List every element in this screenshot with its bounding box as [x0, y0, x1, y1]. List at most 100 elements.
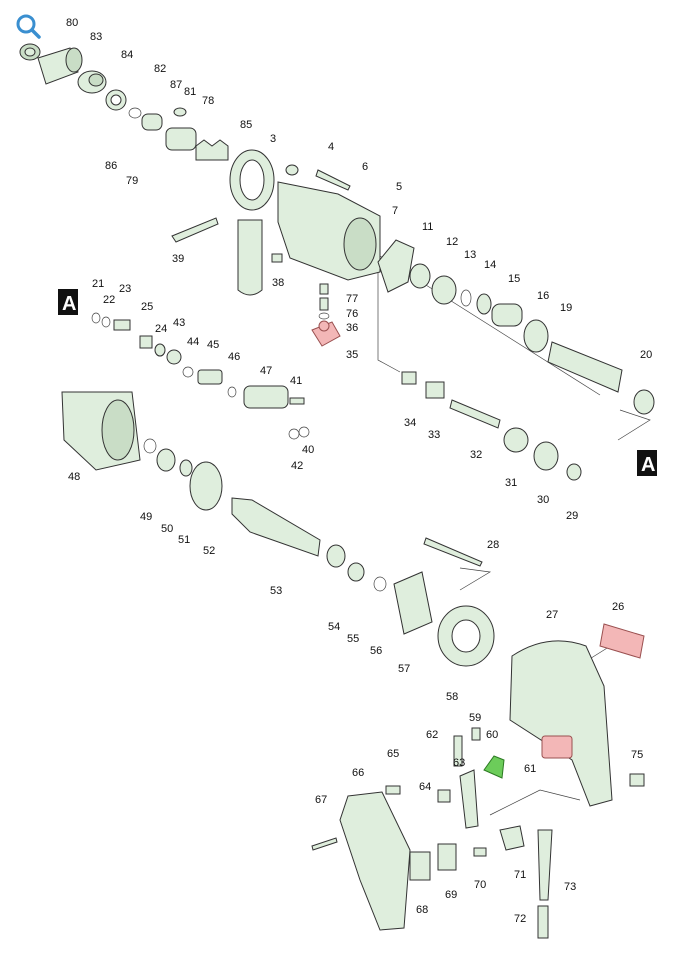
section-marker-a-top: A	[58, 289, 78, 315]
part-68-brush-holder	[409, 851, 431, 881]
part-number-label: 28	[487, 539, 499, 551]
part-29-bearing	[566, 463, 582, 481]
part-number-label: 64	[419, 781, 431, 793]
svg-text:A: A	[62, 293, 76, 315]
part-number-label: 85	[240, 119, 252, 131]
part-number-label: 55	[347, 633, 359, 645]
part-number-label: 68	[416, 904, 428, 916]
part-79-guide	[165, 127, 197, 151]
part-51-washer	[179, 459, 193, 477]
part-number-label: 84	[121, 49, 133, 61]
part-11-bearing	[409, 263, 431, 289]
magnifier-icon[interactable]	[13, 11, 43, 41]
part-61-switch-highlighted	[541, 735, 573, 759]
part-number-label: 83	[90, 31, 102, 43]
part-number-label: 26	[612, 601, 624, 613]
part-number-label: 7	[392, 205, 398, 217]
part-number-label: 51	[178, 534, 190, 546]
part-21-ring	[91, 312, 101, 324]
part-45-piston	[197, 369, 223, 385]
part-56-ring	[373, 576, 387, 592]
part-6-screw	[315, 169, 351, 191]
svg-text:A: A	[641, 454, 655, 476]
part-32-shaft	[449, 399, 501, 429]
part-number-label: 33	[428, 429, 440, 441]
part-number-label: 48	[68, 471, 80, 483]
part-64-lock	[437, 789, 451, 803]
part-57-baffle	[393, 571, 433, 635]
part-24-ring	[154, 343, 166, 357]
part-23-striker	[113, 319, 131, 331]
part-number-label: 13	[464, 249, 476, 261]
part-5-gear-housing	[277, 181, 381, 281]
part-3-side-grip	[229, 149, 275, 296]
part-number-label: 77	[346, 293, 358, 305]
part-12-bearing	[431, 275, 457, 305]
part-62-lever	[453, 735, 463, 767]
part-number-label: 87	[170, 79, 182, 91]
part-number-label: 49	[140, 511, 152, 523]
part-number-label: 39	[172, 253, 184, 265]
part-number-label: 19	[560, 302, 572, 314]
part-number-label: 47	[260, 365, 272, 377]
part-number-label: 67	[315, 794, 327, 806]
part-81-spring	[141, 113, 163, 131]
part-number-label: 25	[141, 301, 153, 313]
part-number-label: 23	[119, 283, 131, 295]
part-82-washer	[105, 89, 127, 111]
part-52-helical-gear	[189, 461, 223, 511]
part-48-gear-cover	[61, 391, 141, 471]
part-number-label: 46	[228, 351, 240, 363]
part-46-ring	[227, 386, 237, 398]
leader-lines	[377, 255, 651, 816]
part-number-label: 78	[202, 95, 214, 107]
part-number-label: 29	[566, 510, 578, 522]
part-number-label: 60	[486, 729, 498, 741]
part-16-gear	[523, 319, 549, 353]
part-number-label: 56	[370, 645, 382, 657]
part-27-motor-housing	[509, 640, 613, 807]
part-73-cord-guard	[537, 829, 553, 901]
part-63-trigger	[459, 769, 479, 829]
part-number-label: 24	[155, 323, 167, 335]
part-83-sleeve	[37, 47, 83, 85]
part-number-label: 61	[524, 763, 536, 775]
part-number-label: 12	[446, 236, 458, 248]
part-87-ring	[128, 107, 142, 119]
part-number-label: 34	[404, 417, 416, 429]
part-number-label: 3	[270, 133, 276, 145]
part-number-label: 65	[387, 748, 399, 760]
part-41-pin	[289, 397, 305, 405]
part-47-cylinder	[243, 385, 289, 409]
part-number-label: 21	[92, 278, 104, 290]
part-30-gear	[533, 441, 559, 471]
part-number-label: 31	[505, 477, 517, 489]
part-65-screw	[385, 785, 401, 795]
part-number-label: 38	[272, 277, 284, 289]
part-number-label: 72	[514, 913, 526, 925]
part-number-label: 69	[445, 889, 457, 901]
section-marker-a-bottom: A	[637, 450, 657, 476]
part-number-label: 54	[328, 621, 340, 633]
part-77-spring	[319, 283, 329, 295]
part-67-screw	[311, 837, 338, 851]
part-44-ring	[182, 366, 194, 378]
part-60-brush-highlighted	[483, 755, 505, 779]
part-26-label-highlighted	[599, 623, 645, 659]
part-number-label: 15	[508, 273, 520, 285]
part-22-ring	[101, 316, 111, 328]
part-number-label: 81	[184, 86, 196, 98]
part-36-spring	[319, 297, 329, 311]
part-number-label: 20	[640, 349, 652, 361]
part-31-bearing	[503, 427, 529, 453]
part-number-label: 82	[154, 63, 166, 75]
part-78-pin	[173, 107, 187, 117]
part-number-label: 63	[453, 757, 465, 769]
part-33-clutch	[425, 381, 445, 399]
part-34-ring	[401, 371, 417, 385]
part-80-chuck-cap	[19, 43, 41, 61]
part-number-label: 14	[484, 259, 496, 271]
part-number-label: 36	[346, 322, 358, 334]
